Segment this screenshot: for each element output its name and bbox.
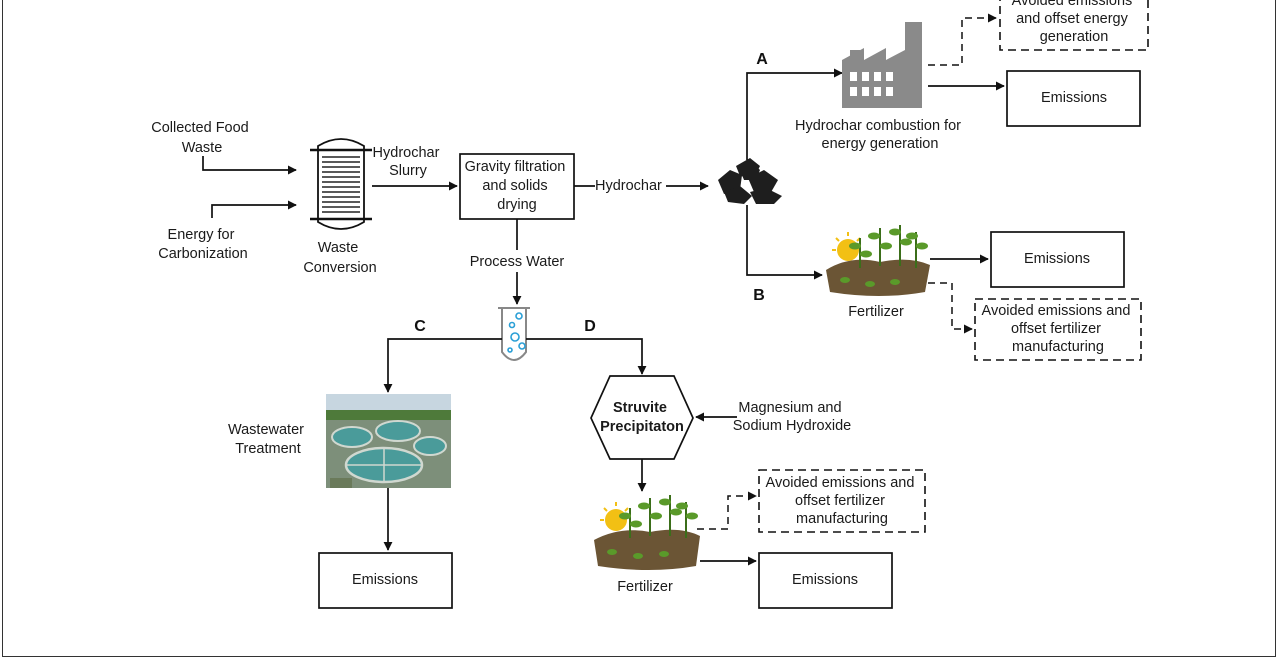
arrow-to-fertilizer-b [746,205,823,280]
fertilizer-d-emissions-box [758,552,893,609]
reactor-icon [310,138,372,230]
fertilizer-d-caption: Fertilizer [617,579,673,595]
path-label-d: D [584,318,596,335]
path-label-a: A [756,51,768,68]
hydrochar-slurry-label: Hydrochar Slurry [373,145,444,179]
arrow-food-to-reactor [202,156,297,175]
fertilizer-b-emissions-label: Emissions [1024,251,1090,267]
path-label-b: B [753,287,765,304]
fertilizer-d-icon [594,495,700,570]
arrow-energy-to-reactor [211,200,297,218]
hydrochar-label: Hydrochar [595,178,662,194]
struvite-label: Struvite Precipitaton [600,400,684,435]
fertilizer-d-avoided-box [758,469,926,533]
combustion-caption: Hydrochar combustion for energy generati… [795,118,965,152]
dashed-arrow-combustion-avoided [928,13,997,66]
input-energy-label: Energy for Carbonization [158,227,247,262]
combustion-avoided-label: Avoided emissions and offset energy gene… [1012,0,1137,45]
dashed-arrow-fertilizer-d-avoided [697,491,757,530]
combustion-emissions-box [1006,70,1141,127]
input-food-waste-label: Collected Food Waste [151,120,253,156]
test-tube-icon [498,307,530,361]
fertilizer-b-avoided-label: Avoided emissions and offset fertilizer … [982,303,1135,355]
combustion-emissions-label: Emissions [1041,90,1107,106]
reactor-caption: Waste Conversion [303,240,376,276]
fertilizer-b-icon [826,225,930,296]
arrow-to-wastewater [383,338,502,393]
fertilizer-d-emissions-label: Emissions [792,572,858,588]
hydrochar-coal-icon [718,158,782,204]
wastewater-emissions-label: Emissions [352,572,418,588]
struvite-hexagon [590,375,694,460]
fertilizer-d-avoided-label: Avoided emissions and offset fertilizer … [766,475,919,527]
factory-icon [842,22,922,108]
combustion-avoided-box [999,0,1149,51]
wastewater-plant-image [326,394,451,488]
fertilizer-b-emissions-box [990,231,1125,288]
process-water-label: Process Water [470,254,565,270]
fertilizer-b-avoided-box [974,298,1142,361]
wastewater-caption: Wastewater Treatment [228,422,308,457]
wastewater-emissions-box [318,552,453,609]
arrow-to-combustion [746,68,843,160]
dashed-arrow-fertilizer-b-avoided [928,282,973,334]
arrow-to-struvite [526,338,647,375]
filtration-label: Gravity filtration and solids drying [465,159,570,213]
magnesium-label: Magnesium and Sodium Hydroxide [733,400,851,434]
fertilizer-b-caption: Fertilizer [848,304,904,320]
path-label-c: C [414,318,426,335]
